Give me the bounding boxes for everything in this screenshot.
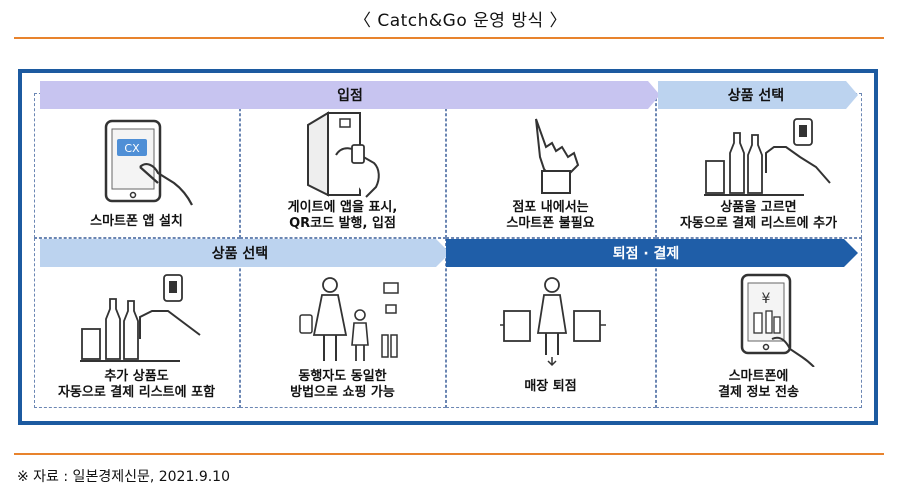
companion-shoppers-icon [299,277,399,361]
cell-auto-add-line1: 상품을 고르면 [720,200,797,215]
top-divider [14,37,884,39]
band-select-top-label: 상품 선택 [727,88,785,104]
cell-auto-add-line2: 자동으로 결제 리스트에 추가 [679,216,838,231]
cell-no-phone-line1: 점포 내에서는 [512,200,589,215]
cell-extra-items-text: 추가 상품도 자동으로 결제 리스트에 포함 [34,369,239,401]
cell-payment-line2: 결제 정보 전송 [718,385,799,400]
exit-gate-icon [500,277,606,367]
hand-pick-icon [535,118,580,194]
cell-extra-items-line2: 자동으로 결제 리스트에 포함 [57,385,216,400]
cell-gate-line2: QR코드 발행, 입점 [289,216,396,231]
band-entry-label: 입점 [337,88,363,104]
cell-companion-line2: 방법으로 쇼핑 가능 [290,385,395,400]
cell-companion-line1: 동행자도 동일한 [298,369,387,384]
cell-gate-text: 게이트에 앱을 표시, QR코드 발행, 입점 [240,200,445,232]
payment-phone-icon: ¥ [740,273,815,367]
process-frame: 입점 상품 선택 상품 선택 퇴점 · 결제 CX 스마트폰 앱 설치 게이트에… [18,69,878,425]
products-shelf-icon [704,118,831,196]
app-screen-label: CX [124,142,140,155]
cell-no-phone-line2: 스마트폰 불필요 [506,216,595,231]
cell-auto-add-text: 상품을 고르면 자동으로 결제 리스트에 추가 [656,200,861,232]
svg-text:¥: ¥ [762,291,771,307]
smartphone-app-icon: CX [104,119,193,206]
band-entry-arrow [40,81,660,109]
cell-companion-text: 동행자도 동일한 방법으로 쇼핑 가능 [240,369,445,401]
cell-payment-line1: 스마트폰에 [728,369,789,384]
band-exit-pay-arrow [446,239,858,267]
band-select-top-arrow [658,81,858,109]
cell-install-app-text: 스마트폰 앱 설치 [34,214,239,230]
band-select-bottom-arrow [40,239,450,267]
grid-cell [34,238,240,408]
cell-install-app-line1: 스마트폰 앱 설치 [90,214,183,229]
cell-payment-text: 스마트폰에 결제 정보 전송 [656,369,861,401]
cell-no-phone-text: 점포 내에서는 스마트폰 불필요 [448,200,653,232]
grid-cell [446,238,656,408]
cell-exit-text: 매장 퇴점 [448,379,653,395]
cell-exit-line1: 매장 퇴점 [524,379,577,394]
grid-cell [656,238,862,408]
cell-extra-items-line1: 추가 상품도 [104,369,169,384]
source-note: ※ 자료 : 일본경제신문, 2021.9.10 [17,469,230,485]
products-phone-icon [80,274,201,362]
bottom-divider [14,453,884,455]
band-exit-pay-label: 퇴점 · 결제 [612,246,680,262]
diagram-title: 〈 Catch&Go 운영 방식 〉 [353,11,568,31]
grid-cell [240,238,446,408]
cell-gate-line1: 게이트에 앱을 표시, [287,200,398,215]
band-select-bottom-label: 상품 선택 [211,246,269,262]
entry-gate-icon [307,111,380,198]
